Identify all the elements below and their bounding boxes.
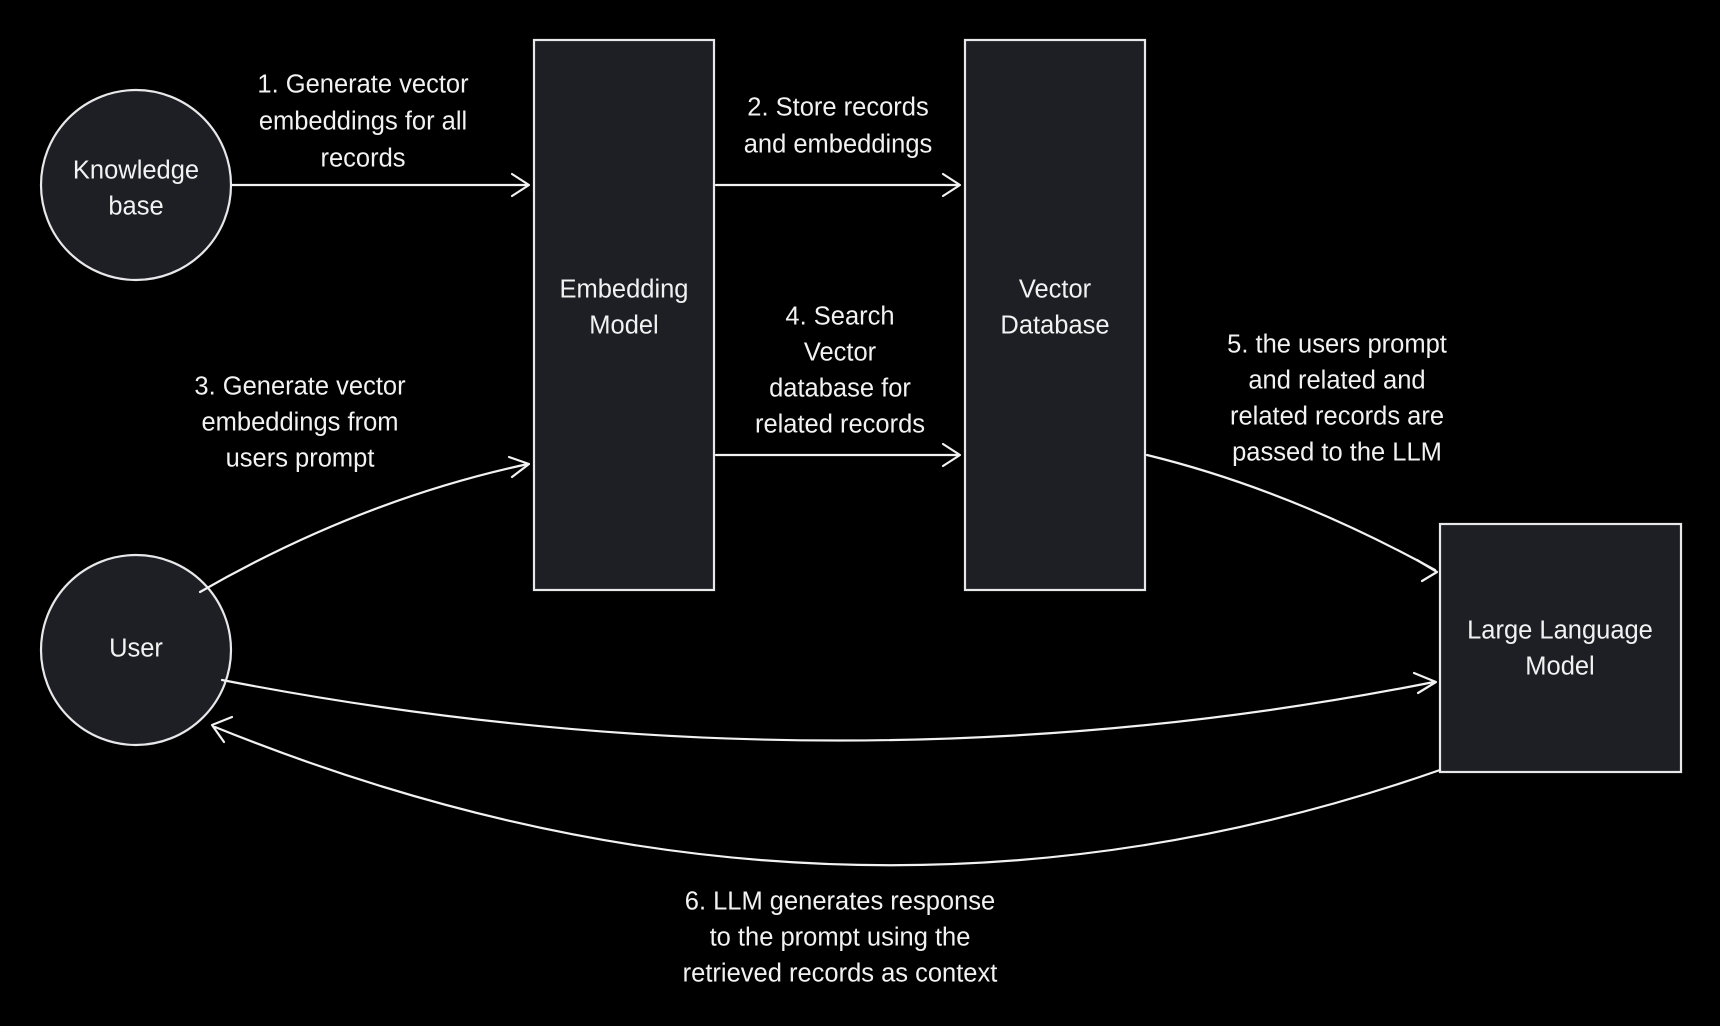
large-language-model-rect[interactable] [1438, 522, 1683, 774]
user-label: User [109, 635, 163, 663]
edge-step3: 3. Generate vector embeddings from users… [194, 373, 531, 594]
embedding-model-rect[interactable] [532, 38, 716, 592]
edge-step5-line [1145, 453, 1437, 572]
edge-step3-label-line3: users prompt [226, 445, 375, 473]
edge-step1-label-line2: embeddings for all [259, 108, 467, 136]
edge-step2-label-line2: and embeddings [744, 131, 933, 159]
edge-step1-arrowhead-icon [510, 172, 531, 198]
edge-step1-label-line3: records [320, 145, 405, 173]
edge-step3-label-line1: 3. Generate vector [194, 373, 406, 401]
node-embedding-model[interactable]: Embedding Model [532, 38, 716, 592]
edge-step1: 1. Generate vector embeddings for all re… [229, 71, 531, 198]
edge-user-to-llm-line [220, 678, 1436, 742]
edge-user-to-llm [220, 671, 1438, 742]
edge-step3-arrowhead-icon [507, 455, 531, 479]
node-user[interactable]: User [39, 553, 233, 747]
edge-step6-label-line1: 6. LLM generates response [685, 888, 995, 916]
edge-step2: 2. Store records and embeddings [714, 94, 962, 198]
large-language-model-label-line1: Large Language [1467, 617, 1653, 645]
edge-step5: 5. the users prompt and related and rela… [1145, 331, 1447, 583]
edge-step4-label-line2: Vector [804, 339, 877, 367]
edge-step2-arrowhead-icon [941, 172, 962, 198]
knowledge-base-circle[interactable] [39, 88, 233, 282]
large-language-model-label-line2: Model [1525, 653, 1594, 681]
edge-step5-label-line2: and related and [1248, 367, 1425, 395]
user-circle[interactable] [39, 553, 233, 747]
edge-user-to-llm-arrowhead-icon [1412, 671, 1438, 695]
edge-step5-label-line1: 5. the users prompt [1227, 331, 1447, 359]
vector-database-label-line1: Vector [1019, 276, 1092, 304]
edge-step5-label-line3: related records are [1230, 403, 1444, 431]
edge-step5-label-line4: passed to the LLM [1232, 439, 1442, 467]
knowledge-base-label-line1: Knowledge [73, 157, 199, 185]
edge-step3-label-line2: embeddings from [201, 409, 398, 437]
vector-database-label-line2: Database [1000, 312, 1109, 340]
edge-step4-label-line1: 4. Search [785, 303, 894, 331]
edge-step6-arrowhead-icon [210, 715, 234, 744]
edge-step4-label-line3: database for [769, 375, 911, 403]
edge-step6-label-line2: to the prompt using the [710, 924, 971, 952]
edge-step4: 4. Search Vector database for related re… [714, 303, 962, 468]
knowledge-base-label-line2: base [108, 193, 163, 221]
embedding-model-label-line2: Model [589, 312, 658, 340]
edge-step4-label-line4: related records [755, 411, 925, 439]
node-vector-database[interactable]: Vector Database [963, 38, 1147, 592]
node-large-language-model[interactable]: Large Language Model [1438, 522, 1683, 774]
edge-step6-label-line3: retrieved records as context [683, 960, 998, 988]
edge-step1-label-line1: 1. Generate vector [257, 71, 469, 99]
edge-step5-arrowhead-icon [1415, 558, 1439, 583]
embedding-model-label-line1: Embedding [559, 276, 688, 304]
edge-step4-arrowhead-icon [941, 442, 962, 468]
edge-step2-label-line1: 2. Store records [747, 94, 928, 122]
edge-step6-line [213, 725, 1442, 867]
edge-step3-line [198, 462, 530, 594]
vector-database-rect[interactable] [963, 38, 1147, 592]
node-knowledge-base[interactable]: Knowledge base [39, 88, 233, 282]
edge-step6: 6. LLM generates response to the prompt … [210, 715, 1442, 988]
